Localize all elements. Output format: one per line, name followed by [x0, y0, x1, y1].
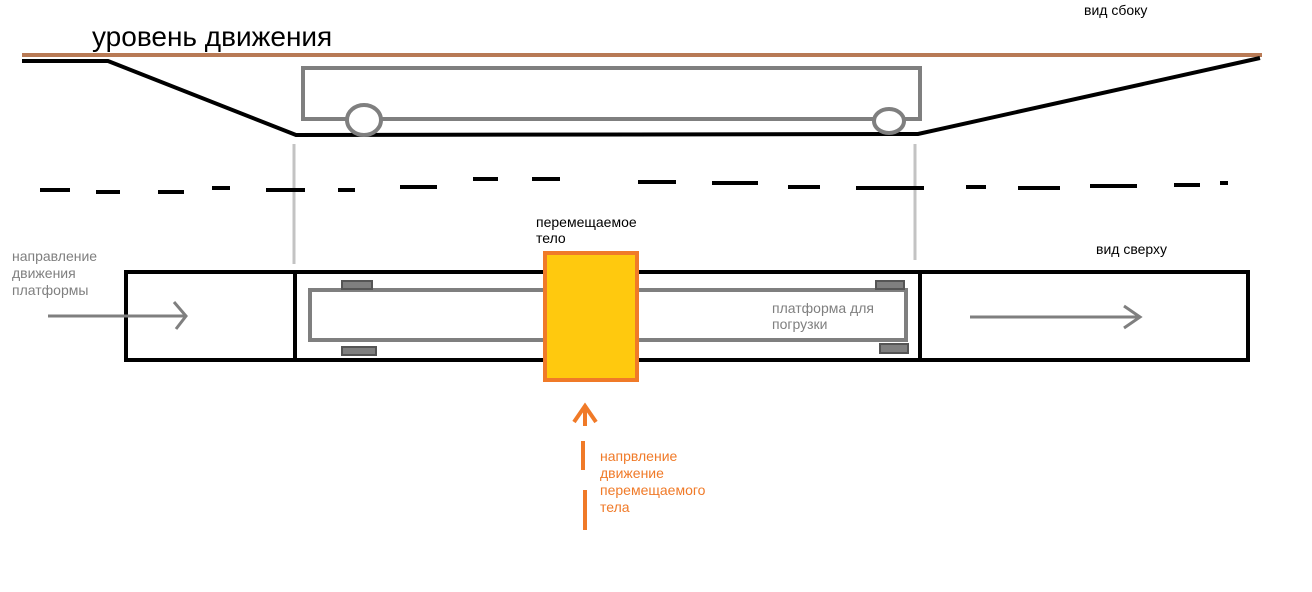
platform-wheel-top-2: [341, 346, 377, 356]
top-view-label: вид сверху: [1096, 241, 1168, 257]
view-separator: [40, 177, 1228, 194]
pit-profile: [22, 56, 1261, 138]
moving-body: [543, 251, 639, 382]
moving-body-label: перемещаемое тело: [536, 214, 637, 246]
platform-direction-arrow-left: [48, 301, 188, 330]
platform-wheel-left: [345, 103, 383, 137]
platform-direction-label: направление движения платформы: [12, 248, 98, 298]
platform-wheel-top-4: [879, 343, 909, 354]
body-direction-arrow: [572, 402, 598, 530]
loading-platform-label: платформа для погрузки: [772, 300, 874, 332]
platform-wheel-top-3: [875, 280, 905, 290]
body-direction-label: напрвление движение перемещаемого тела: [600, 448, 706, 515]
platform-side-body: [301, 66, 922, 121]
side-view-label: вид сбоку: [1084, 2, 1148, 18]
platform-wheel-right: [872, 107, 906, 135]
diagram-title: уровень движения: [92, 21, 333, 52]
platform-wheel-top-1: [341, 280, 373, 290]
platform-direction-arrow-right: [970, 304, 1143, 330]
